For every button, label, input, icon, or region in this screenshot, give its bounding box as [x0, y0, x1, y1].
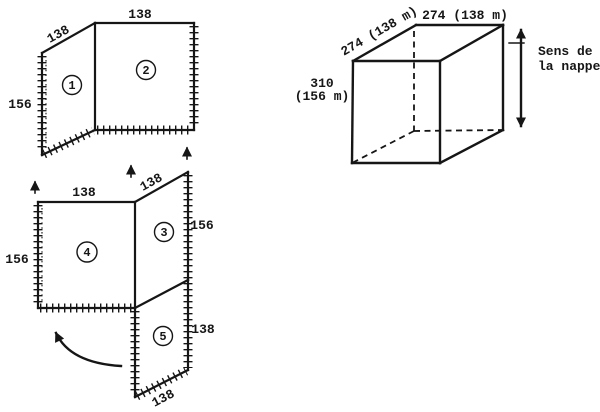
- dim-panel-1-left: 156: [8, 97, 32, 112]
- panel-2-number: 2: [142, 64, 149, 78]
- box-bottom-right-slant-edge: [438, 128, 505, 165]
- panel-3-number: 3: [160, 226, 167, 240]
- fold-rotation-arrow: [54, 331, 123, 368]
- dim-panel-3-top: 138: [137, 170, 165, 195]
- panel-1: 1: [37, 21, 97, 159]
- dim-box-width: 274 (138 m): [422, 8, 508, 23]
- grain-direction: Sens de la nappe: [508, 28, 600, 128]
- dim-panel-3-right: 156: [190, 218, 214, 233]
- box-top-left-slant-edge: [351, 23, 418, 63]
- dim-box-height-meters: (156 m): [295, 89, 350, 104]
- panel-1-cut-edge-bottom: [40, 126, 97, 159]
- panel-3-badge: 3: [153, 221, 175, 243]
- dim-box-height-value: 310: [310, 76, 334, 91]
- grain-label-line2: la nappe: [538, 59, 600, 74]
- panel-5-badge: 5: [152, 325, 174, 347]
- dim-panel-5-bottom: 138: [149, 386, 177, 410]
- panel-2-badge: 2: [135, 59, 157, 81]
- bottom-assembly: 4 3: [5, 170, 215, 410]
- panel-5: 5: [130, 278, 193, 401]
- panel-3-fold-top-edge: [133, 170, 190, 204]
- dim-panel-2-top: 138: [128, 7, 152, 22]
- panel-4: 4: [33, 200, 137, 313]
- panel-1-fold-top-edge: [40, 21, 97, 55]
- dim-box-depth: 274 (138 m): [338, 3, 420, 59]
- panel-3: 3: [133, 170, 193, 310]
- panel-5-cut-edge-bottom: [133, 366, 190, 401]
- panel-1-badge: 1: [61, 74, 83, 96]
- panel-1-number: 1: [68, 79, 75, 93]
- assembly-arrows: [30, 146, 192, 194]
- dim-panel-4-top: 138: [72, 185, 96, 200]
- panel-5-number: 5: [159, 330, 166, 344]
- grain-label-line1: Sens de: [538, 44, 593, 59]
- fold-line-panels-3-5: [133, 278, 190, 310]
- dim-panel-5-right: 138: [191, 322, 215, 337]
- box-top-right-slant-edge: [438, 23, 505, 63]
- top-assembly: 1 2 138 138 156: [8, 7, 199, 159]
- box-front-left-edge: [350, 59, 355, 165]
- panel-4-number: 4: [83, 246, 90, 260]
- box-hidden-bottom-back-edge: [413, 129, 504, 132]
- panel-2: 2: [93, 21, 199, 135]
- dim-panel-4-left: 156: [5, 252, 29, 267]
- panel-4-badge: 4: [76, 241, 98, 263]
- box-hidden-bottom-left-edge: [351, 130, 415, 164]
- assembled-box-3d: 274 (138 m) 274 (138 m) 310 (156 m): [295, 3, 508, 165]
